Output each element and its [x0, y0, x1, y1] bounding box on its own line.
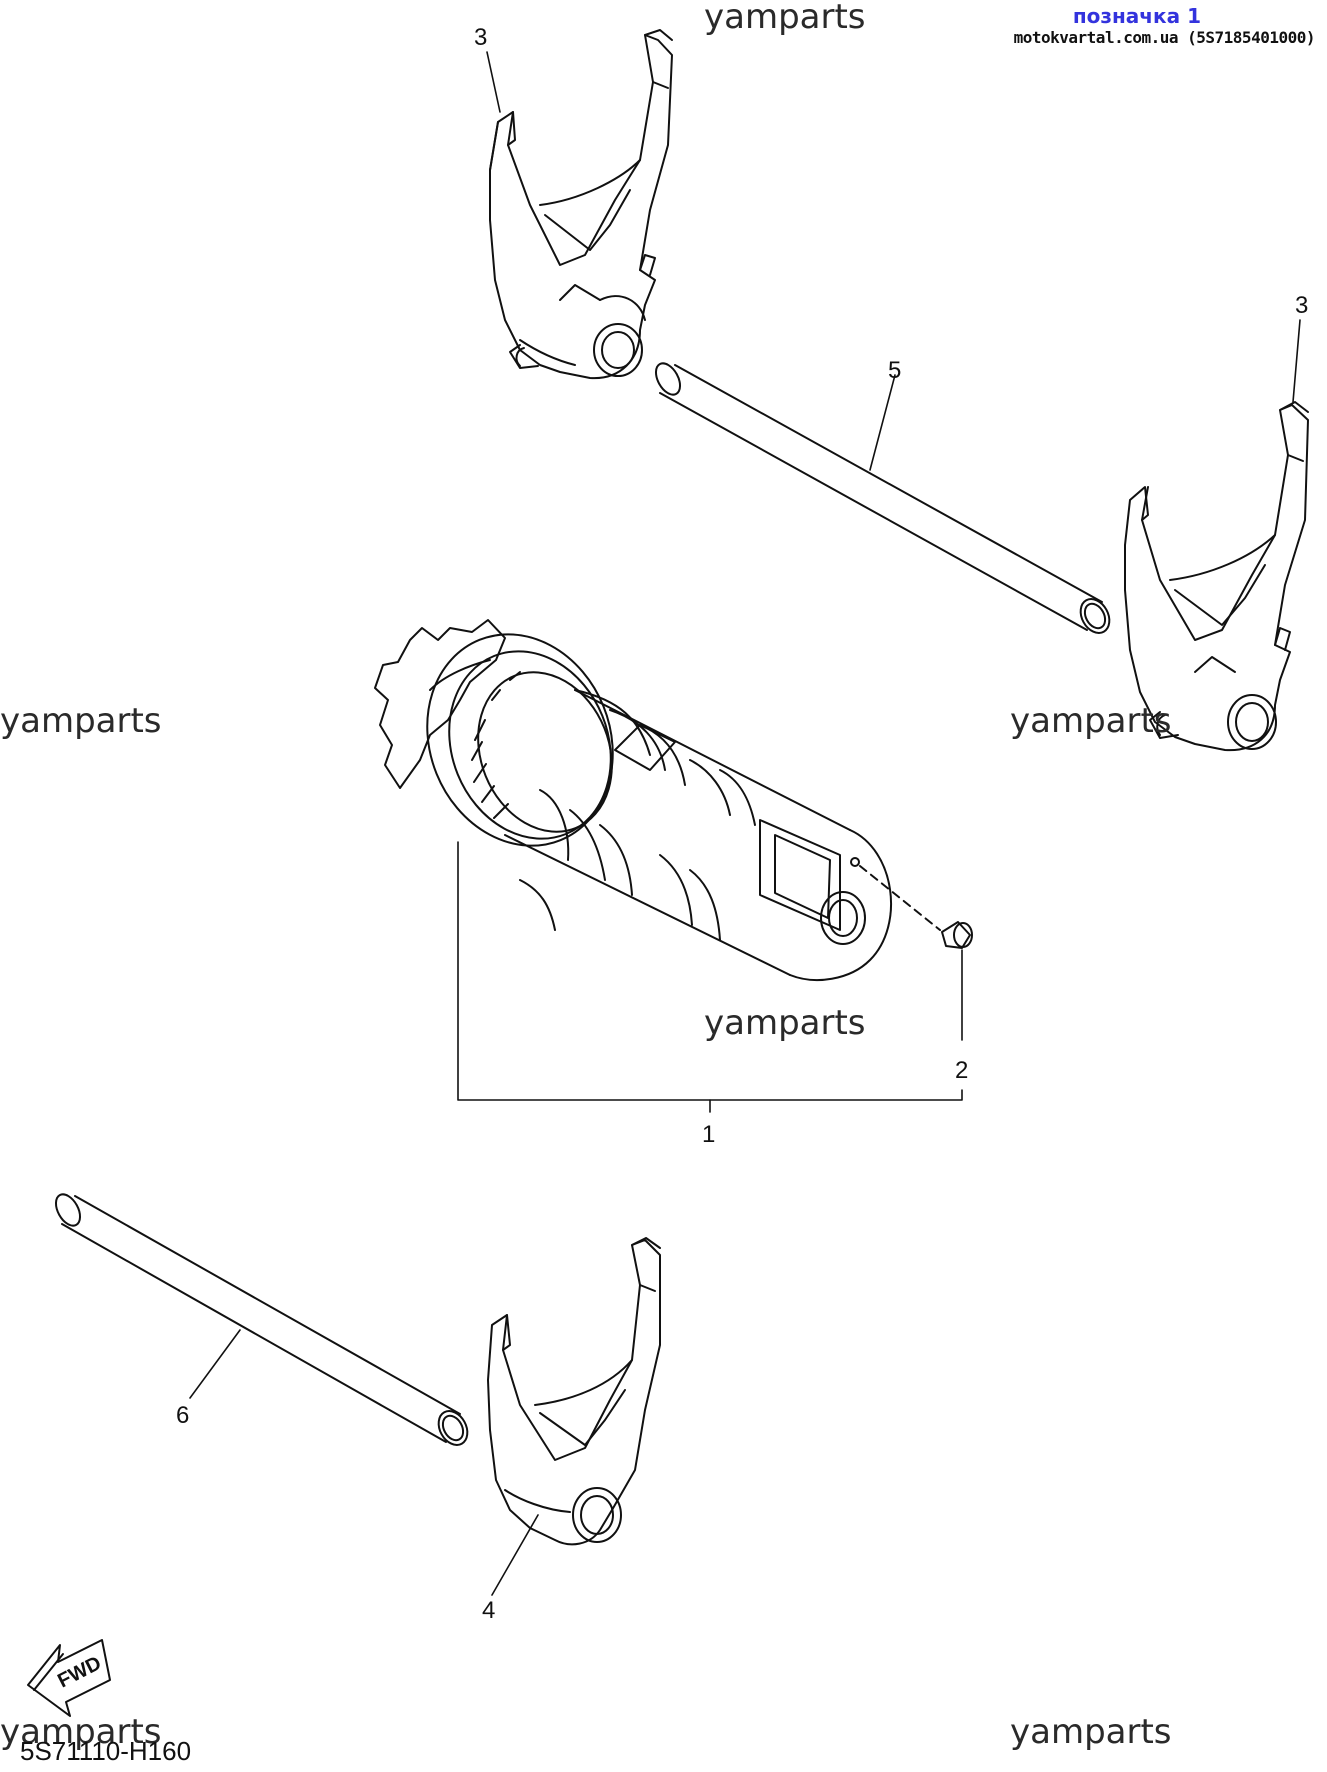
callout-1: 1	[702, 1121, 715, 1148]
callout-3-right: 3	[1295, 292, 1308, 319]
callout-5: 5	[888, 357, 901, 384]
guide-bar-5	[654, 362, 1111, 634]
shift-fork-right	[1124, 401, 1309, 752]
shift-fork-bottom	[487, 1237, 661, 1546]
watermark: yamparts	[704, 1003, 866, 1043]
header-source: motokvartal.com.ua (5S7185401000)	[1013, 28, 1316, 47]
callout-6: 6	[176, 1402, 189, 1429]
leader-lines	[189, 51, 1301, 1596]
watermark: yamparts	[0, 701, 162, 741]
watermark: yamparts	[0, 1712, 162, 1752]
callout-2: 2	[955, 1057, 968, 1084]
watermark: yamparts	[1010, 1712, 1172, 1752]
watermark: yamparts	[704, 0, 866, 37]
header-title: позначка 1	[1072, 4, 1201, 28]
callout-numbers: 1 2 3 3 4 5 6	[176, 24, 1308, 1624]
callout-4: 4	[482, 1597, 495, 1624]
shift-drum	[374, 619, 892, 981]
guide-bar-6	[54, 1193, 469, 1446]
watermark: yamparts	[1010, 701, 1172, 741]
fwd-arrow-icon: FWD	[27, 1639, 111, 1717]
diagram-code: 5S71110-H160	[20, 1736, 192, 1766]
pin-2	[859, 865, 973, 949]
shift-fork-top	[489, 29, 673, 380]
callout-3-top: 3	[474, 24, 487, 51]
